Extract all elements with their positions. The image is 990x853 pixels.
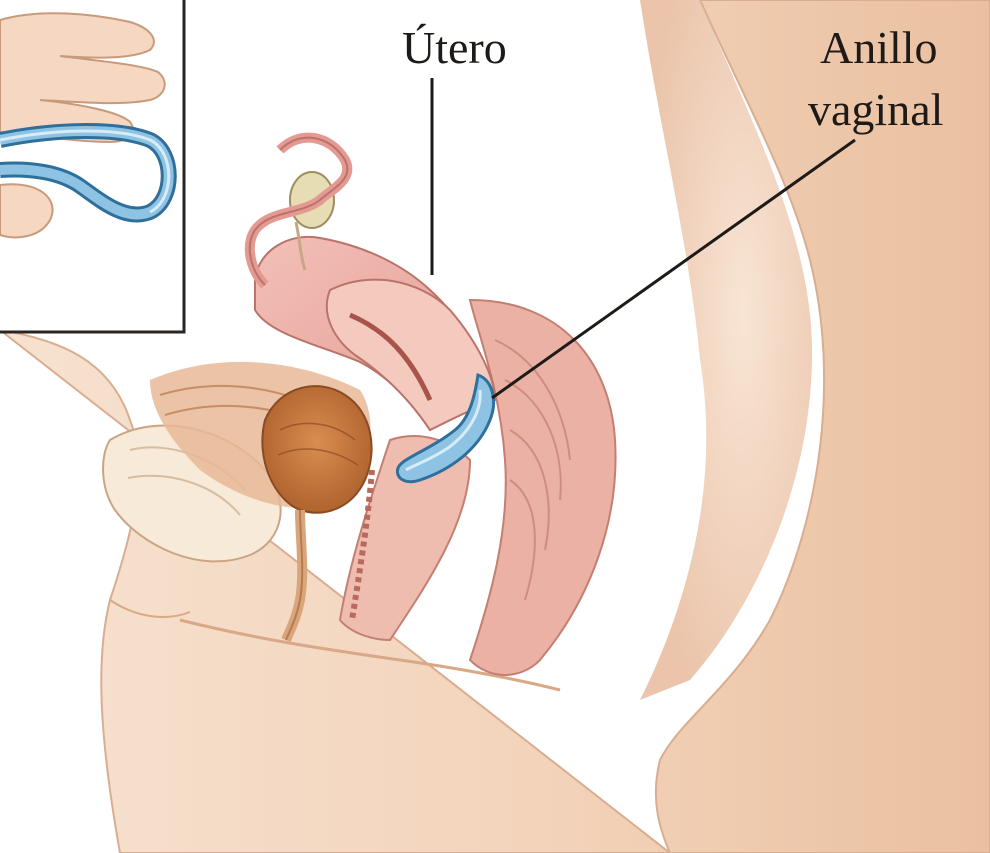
rectum (470, 300, 616, 675)
inset-panel (0, 0, 184, 332)
label-vaginal-ring-line1: Anillo (820, 24, 938, 72)
label-vaginal-ring-line2: vaginal (808, 86, 943, 134)
label-uterus: Útero (402, 24, 507, 72)
